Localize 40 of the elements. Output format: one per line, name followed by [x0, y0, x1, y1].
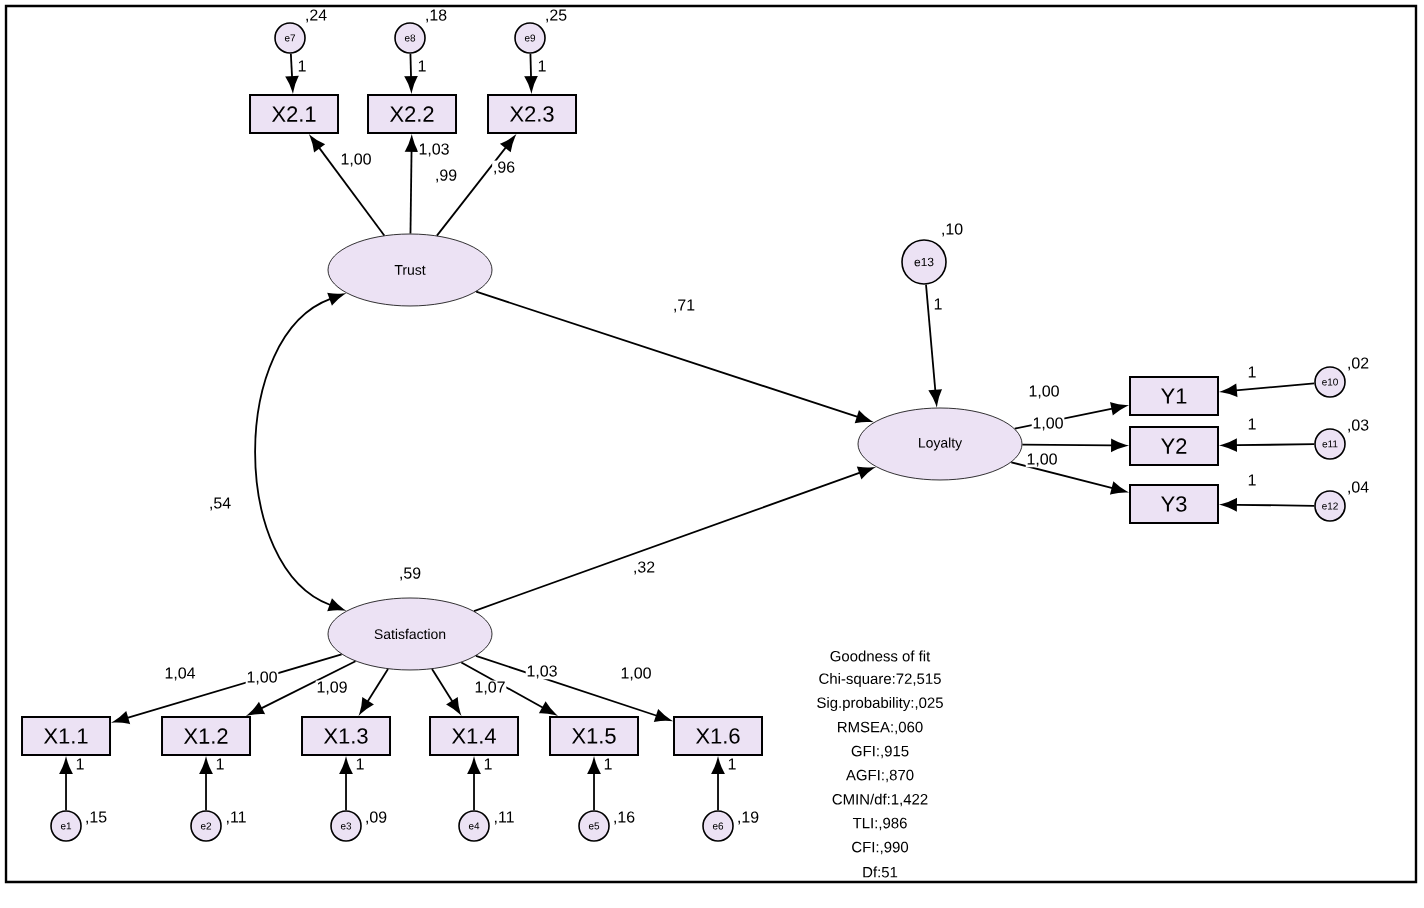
arrow: [711, 758, 725, 812]
arrow: [310, 135, 386, 237]
arrow: [1013, 402, 1127, 430]
arrow: [113, 653, 343, 724]
indicator-box: Y2: [1129, 426, 1219, 466]
indicator-box: X1.6: [673, 716, 763, 756]
arrow: [475, 290, 872, 423]
indicator-box: Y3: [1129, 484, 1219, 524]
arrow: [359, 668, 389, 714]
arrow: [473, 466, 874, 612]
arrow: [460, 661, 556, 716]
arrow: [431, 668, 461, 714]
arrow: [404, 52, 418, 92]
indicator-box: X2.3: [487, 94, 577, 134]
arrow: [524, 52, 538, 92]
arrow: [467, 758, 481, 812]
indicator-box: X1.4: [429, 716, 519, 756]
indicator-box: Y1: [1129, 376, 1219, 416]
arrow: [339, 758, 353, 812]
indicator-box: X1.1: [21, 716, 111, 756]
arrow: [248, 660, 357, 716]
arrow: [925, 283, 942, 405]
arrow: [1021, 439, 1127, 452]
indicator-box: X2.1: [249, 94, 339, 134]
arrow: [1221, 382, 1316, 397]
indicator-box: X1.3: [301, 716, 391, 756]
indicator-box: X1.2: [161, 716, 251, 756]
indicator-box: X1.5: [549, 716, 639, 756]
arrow: [59, 758, 73, 812]
arrow: [587, 758, 601, 812]
arrow: [1010, 461, 1127, 495]
arrow: [1221, 498, 1316, 512]
arrow: [199, 758, 213, 812]
arrow: [436, 135, 516, 237]
arrow: [405, 136, 418, 235]
arrow: [254, 293, 344, 611]
arrow: [285, 52, 299, 92]
arrow: [1221, 438, 1316, 452]
indicator-box: X2.2: [367, 94, 457, 134]
arrow: [475, 654, 671, 722]
